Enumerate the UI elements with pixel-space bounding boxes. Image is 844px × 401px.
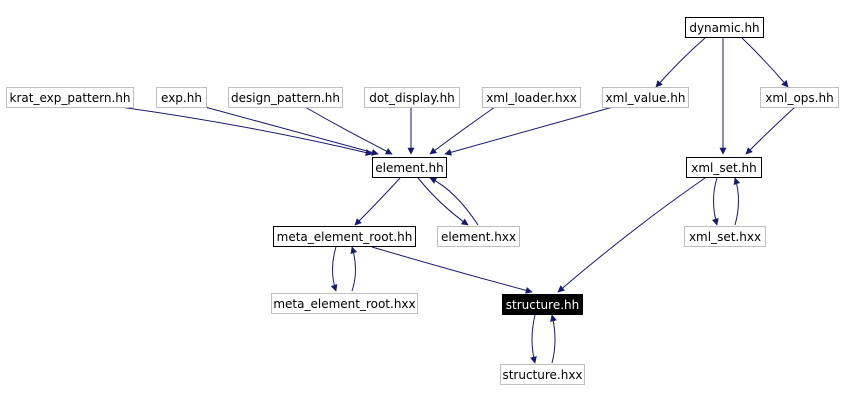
edge-meta-element-root-to-structure [371, 246, 533, 294]
edge-element-hxx-to-element [429, 177, 479, 226]
edge-dynamic-to-xml-ops [741, 37, 789, 88]
edge-krat-exp-pattern-to-element [119, 106, 373, 156]
node-element-hxx[interactable]: element.hxx [437, 226, 520, 247]
node-dot-display-hh[interactable]: dot_display.hh [364, 87, 460, 108]
node-xml-value-hh[interactable]: xml_value.hh [602, 87, 689, 108]
edge-meta-element-root-hxx-to-hh [350, 246, 358, 292]
edge-element-to-meta-element-root [354, 177, 401, 226]
edge-xml-loader-to-element [429, 106, 496, 155]
node-structure-hxx[interactable]: structure.hxx [500, 364, 585, 385]
node-krat-exp-pattern-hh[interactable]: krat_exp_pattern.hh [6, 87, 134, 108]
node-xml-loader-hxx[interactable]: xml_loader.hxx [482, 87, 581, 108]
edge-xml-set-to-xml-set-hxx [711, 177, 719, 226]
node-xml-set-hh[interactable]: xml_set.hh [686, 157, 762, 178]
edge-xml-set-to-structure [557, 177, 706, 293]
node-element-hh[interactable]: element.hh [372, 157, 447, 178]
node-exp-hh[interactable]: exp.hh [156, 87, 207, 108]
edge-structure-hxx-to-structure [550, 314, 557, 364]
node-xml-ops-hh[interactable]: xml_ops.hh [760, 87, 839, 108]
node-meta-element-root-hxx[interactable]: meta_element_root.hxx [271, 293, 418, 314]
edge-meta-element-root-to-hxx [330, 246, 338, 292]
edge-xml-set-hxx-to-xml-set [733, 177, 741, 226]
edge-exp-to-element [204, 106, 379, 156]
edge-dynamic-to-xml-value [655, 37, 706, 88]
edge-design-pattern-to-element [304, 106, 393, 155]
node-design-pattern-hh[interactable]: design_pattern.hh [228, 87, 343, 108]
edge-xml-value-to-element [444, 106, 614, 156]
edge-element-to-element-hxx [417, 177, 469, 226]
node-structure-hh[interactable]: structure.hh [502, 294, 583, 315]
edge-xml-ops-to-xml-set [745, 106, 796, 155]
node-dynamic-hh[interactable]: dynamic.hh [685, 17, 764, 38]
edge-structure-to-structure-hxx [530, 314, 537, 364]
node-meta-element-root-hh[interactable]: meta_element_root.hh [273, 226, 416, 247]
node-xml-set-hxx[interactable]: xml_set.hxx [684, 226, 766, 247]
